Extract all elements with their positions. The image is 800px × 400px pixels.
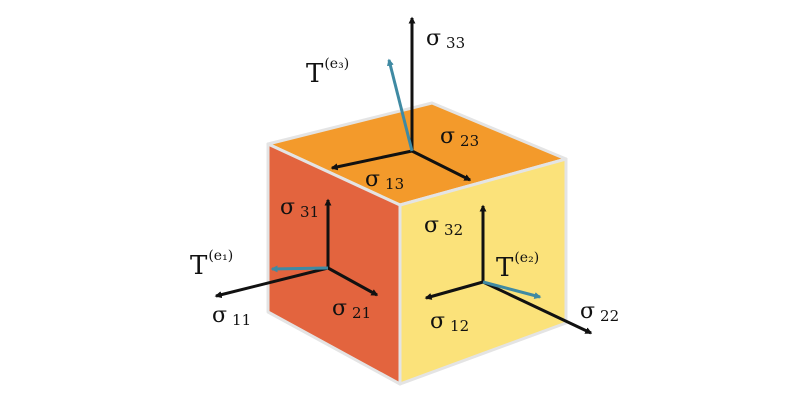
label-traction-e2: T(e₂) (496, 250, 539, 283)
label-traction-e3: T(e₃) (306, 56, 349, 89)
sigma-13-arrow (330, 149, 413, 171)
label-traction-e1: T(e₁) (190, 248, 233, 281)
traction-e2-arrow (482, 280, 542, 299)
sigma-21-arrow (327, 266, 379, 297)
sigma-23-arrow (411, 149, 472, 182)
traction-e1-arrow (270, 265, 329, 273)
sigma-12-arrow (424, 280, 484, 300)
sigma-22-arrow (482, 280, 593, 335)
traction-e3-arrow (386, 58, 414, 152)
sigma-11-arrow (214, 266, 329, 299)
